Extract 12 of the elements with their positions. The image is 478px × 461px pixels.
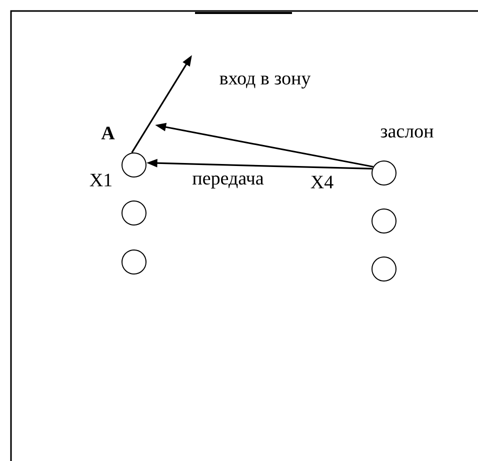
player-label: X4 bbox=[310, 176, 334, 188]
player-circle bbox=[372, 256, 396, 282]
player-circle bbox=[122, 200, 146, 226]
edge-label: передача bbox=[191, 174, 265, 190]
player-label: X1 bbox=[90, 174, 112, 186]
player-circle bbox=[122, 152, 146, 178]
player-circle bbox=[122, 250, 146, 274]
position-label: A bbox=[101, 126, 115, 140]
player-circle bbox=[372, 208, 396, 234]
edge-label: заслон bbox=[379, 127, 435, 139]
player-circle bbox=[372, 160, 396, 186]
edge-label: вход в зону bbox=[218, 74, 312, 90]
